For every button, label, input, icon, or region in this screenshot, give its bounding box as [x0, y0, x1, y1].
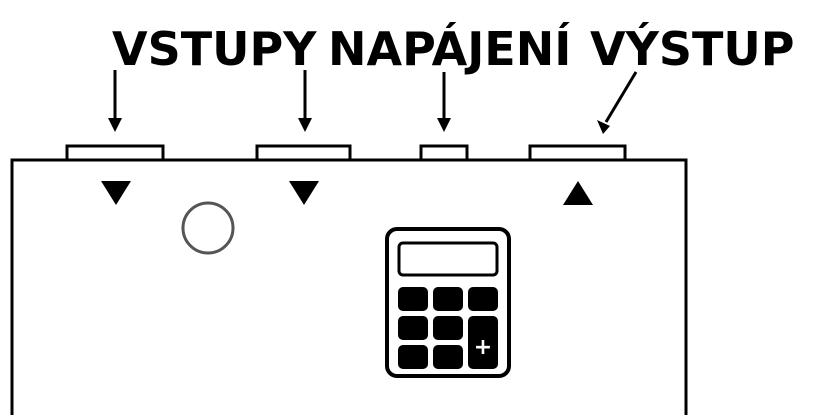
- pointer-arrows: [108, 70, 638, 134]
- calculator-plus-key: [468, 316, 498, 369]
- calculator-icon: +: [385, 227, 511, 378]
- calculator-keys: [398, 287, 498, 369]
- calculator-display: [397, 241, 499, 277]
- arrow-power: [437, 72, 451, 132]
- port-power: [419, 144, 469, 162]
- calculator-plus-symbol: +: [474, 335, 492, 360]
- label-power: NAPÁJENÍ: [328, 22, 571, 76]
- input-direction-triangle-2: [289, 181, 319, 205]
- port-input-2: [255, 144, 352, 162]
- port-output: [528, 144, 627, 162]
- direction-markers: [101, 181, 593, 205]
- indicator-circle: [181, 201, 235, 255]
- arrow-input-2: [298, 70, 312, 132]
- port-input-1: [65, 144, 165, 162]
- label-output: VÝSTUP: [590, 21, 794, 76]
- arrow-output: [597, 71, 638, 134]
- output-direction-triangle: [563, 181, 593, 205]
- label-inputs: VSTUPY: [112, 22, 317, 76]
- arrow-input-1: [108, 70, 122, 132]
- device-body: [10, 158, 688, 415]
- ports: [65, 144, 627, 162]
- input-direction-triangle-1: [101, 181, 131, 205]
